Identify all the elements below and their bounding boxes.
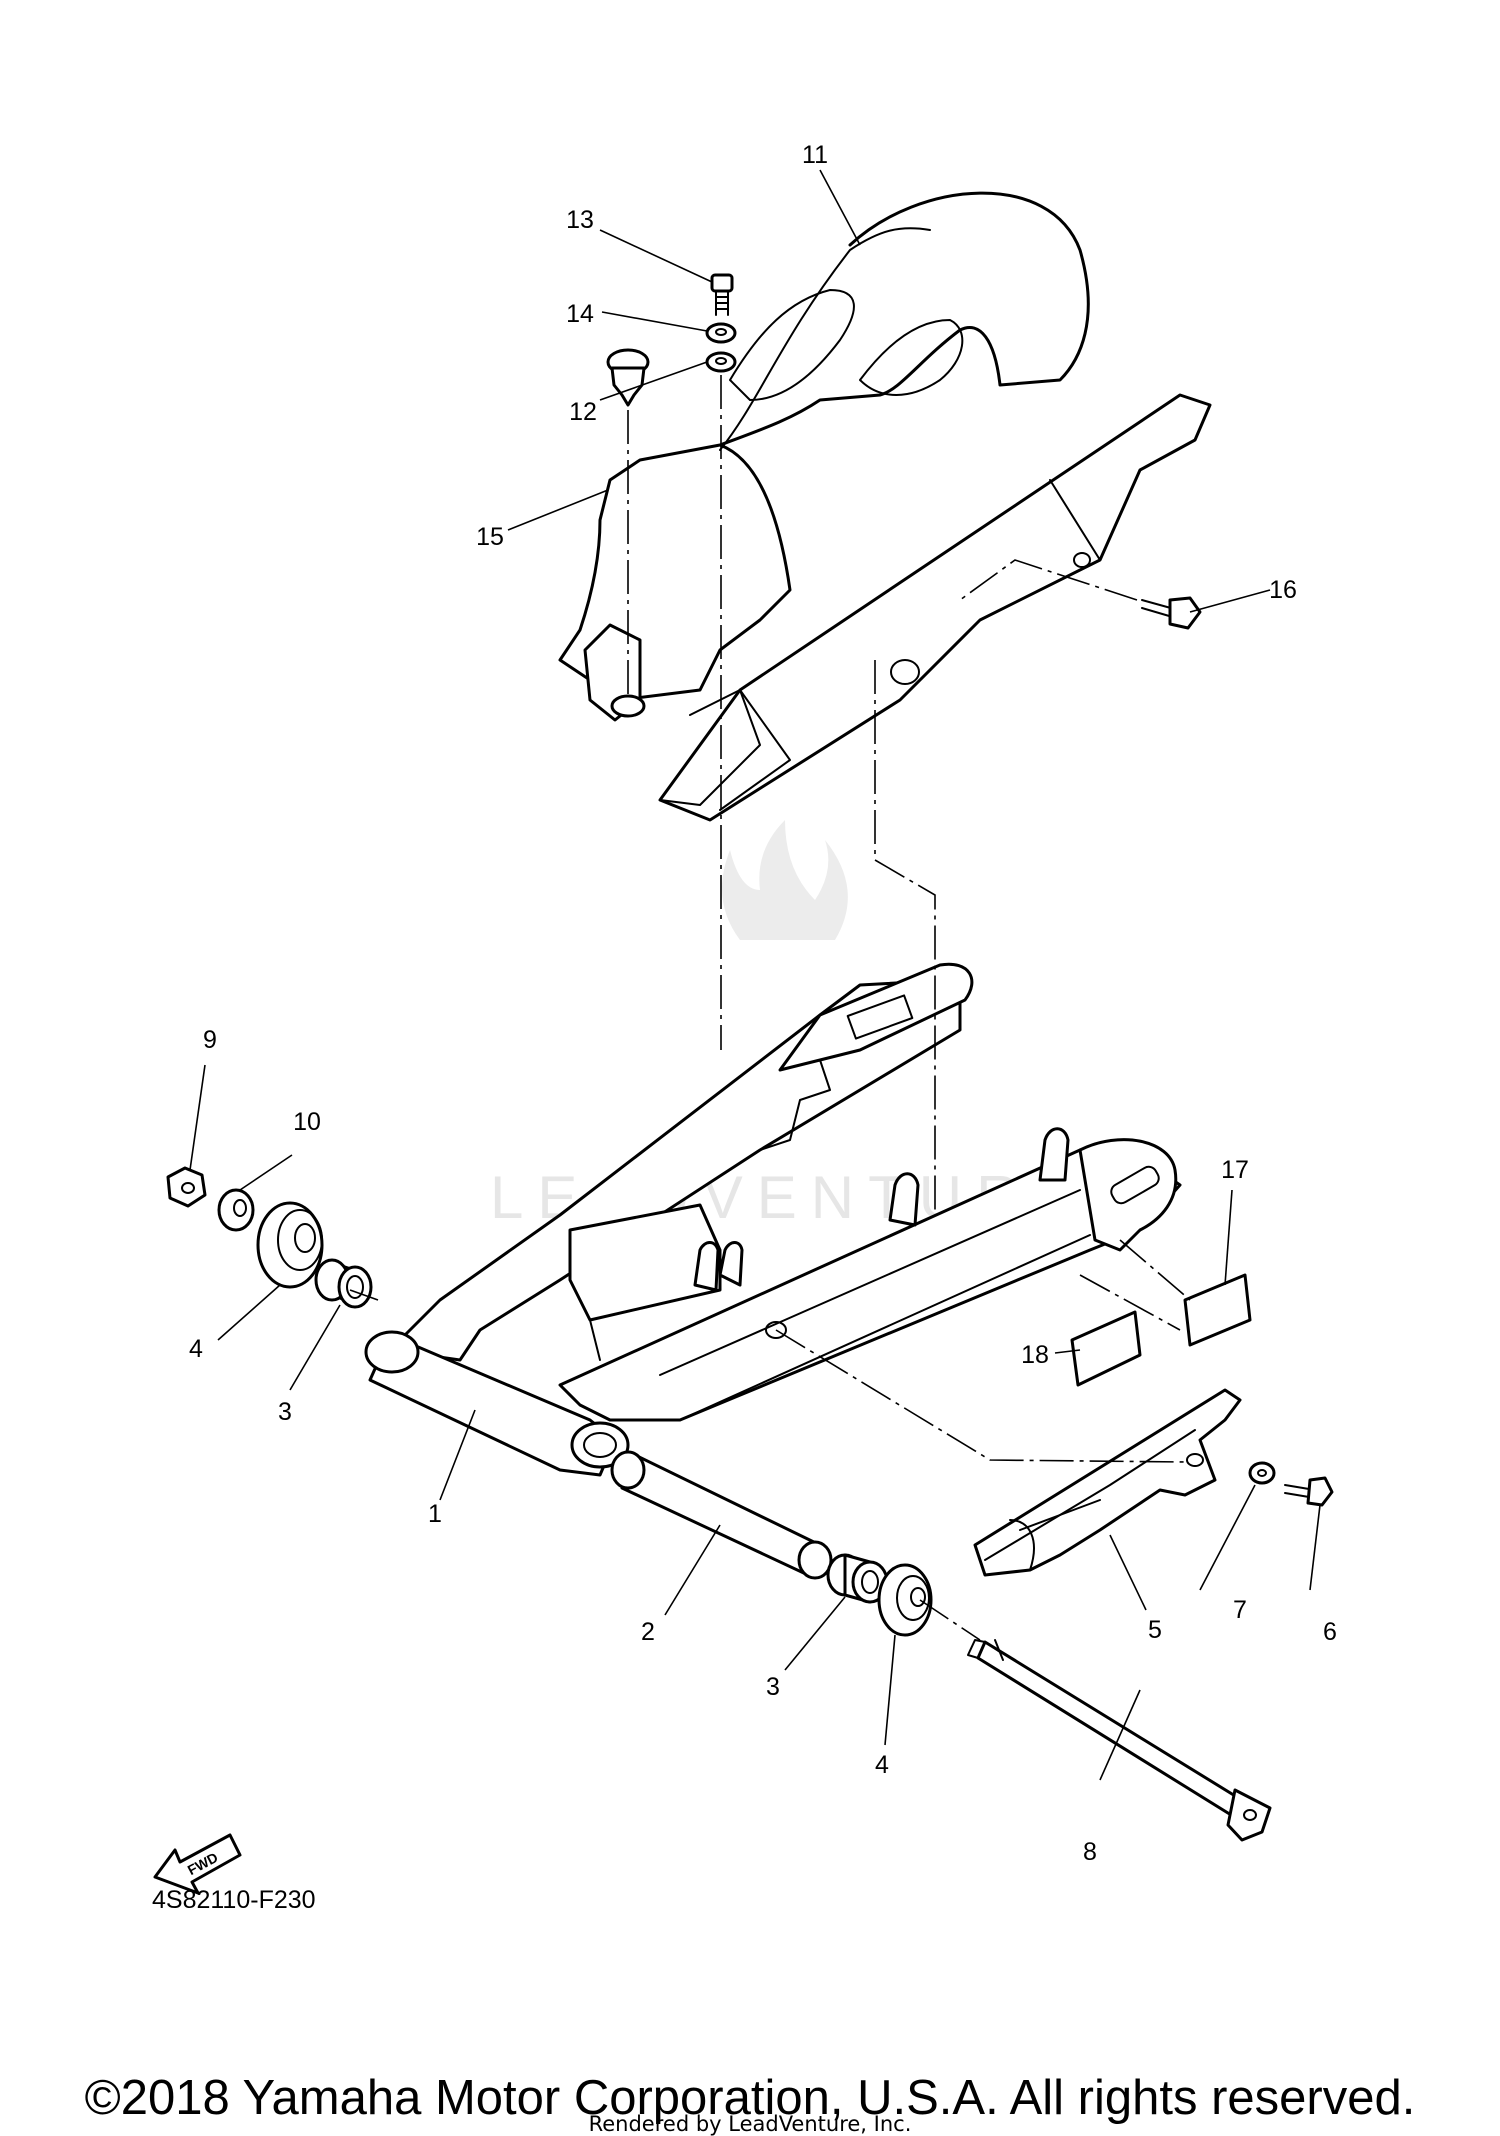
chain-guard-upper	[658, 393, 1212, 822]
washer-14	[705, 322, 737, 344]
callouts: 1 2 3 3 4 4 5 6 7 8 9 10 11 12 13 14 15 …	[189, 141, 1337, 1866]
swingarm	[364, 962, 1182, 1477]
callout-1: 1	[428, 1500, 442, 1528]
callout-11: 11	[802, 141, 828, 169]
callout-4-left: 4	[189, 1335, 203, 1363]
rear-fender	[558, 191, 1090, 702]
decal-18	[1070, 1310, 1142, 1387]
callout-9: 9	[203, 1026, 217, 1054]
diagram-code: 4S82110-F230	[152, 1886, 316, 1914]
callout-2: 2	[641, 1618, 655, 1646]
watermark: LEADVENTURE	[490, 820, 1073, 1231]
bolt-13	[710, 273, 734, 316]
callout-10: 10	[293, 1108, 321, 1136]
decal-17	[1183, 1273, 1252, 1347]
collar-12	[705, 351, 737, 373]
seal-4-left	[256, 1201, 324, 1289]
fender-mount-tab	[583, 623, 646, 722]
callout-6: 6	[1323, 1618, 1337, 1646]
fwd-arrow-icon: FWD	[153, 1833, 242, 1895]
bolt-6	[1284, 1476, 1334, 1507]
callout-4-right: 4	[875, 1751, 889, 1779]
callout-3-left: 3	[278, 1398, 292, 1426]
callout-16: 16	[1269, 576, 1297, 604]
pivot-shaft-8	[967, 1639, 1272, 1842]
callout-15: 15	[476, 523, 504, 551]
leader-lines	[189, 169, 1321, 1781]
washer-10	[217, 1188, 255, 1232]
callout-14: 14	[566, 300, 594, 328]
rendered-by-credit: Rendered by LeadVenture, Inc.	[588, 2112, 912, 2136]
alignment-lines	[349, 375, 1191, 1641]
callout-13: 13	[566, 206, 594, 234]
seal-4-right	[877, 1563, 933, 1637]
callout-8: 8	[1083, 1838, 1097, 1866]
callout-18: 18	[1021, 1341, 1049, 1369]
callout-7: 7	[1233, 1596, 1247, 1624]
clip-15	[606, 348, 650, 407]
collar-pipe-2	[610, 1450, 833, 1580]
copyright-notice: ©2018 Yamaha Motor Corporation, U.S.A. A…	[84, 2071, 1416, 2125]
nut-9	[166, 1166, 207, 1208]
chain-guard-lower	[973, 1388, 1242, 1577]
callout-3-right: 3	[766, 1673, 780, 1701]
callout-12: 12	[569, 398, 597, 426]
collar-7	[1248, 1461, 1276, 1485]
callout-5: 5	[1148, 1616, 1162, 1644]
callout-17: 17	[1221, 1156, 1249, 1184]
bolt-16	[1141, 596, 1202, 630]
bearing-3-left	[314, 1258, 373, 1309]
